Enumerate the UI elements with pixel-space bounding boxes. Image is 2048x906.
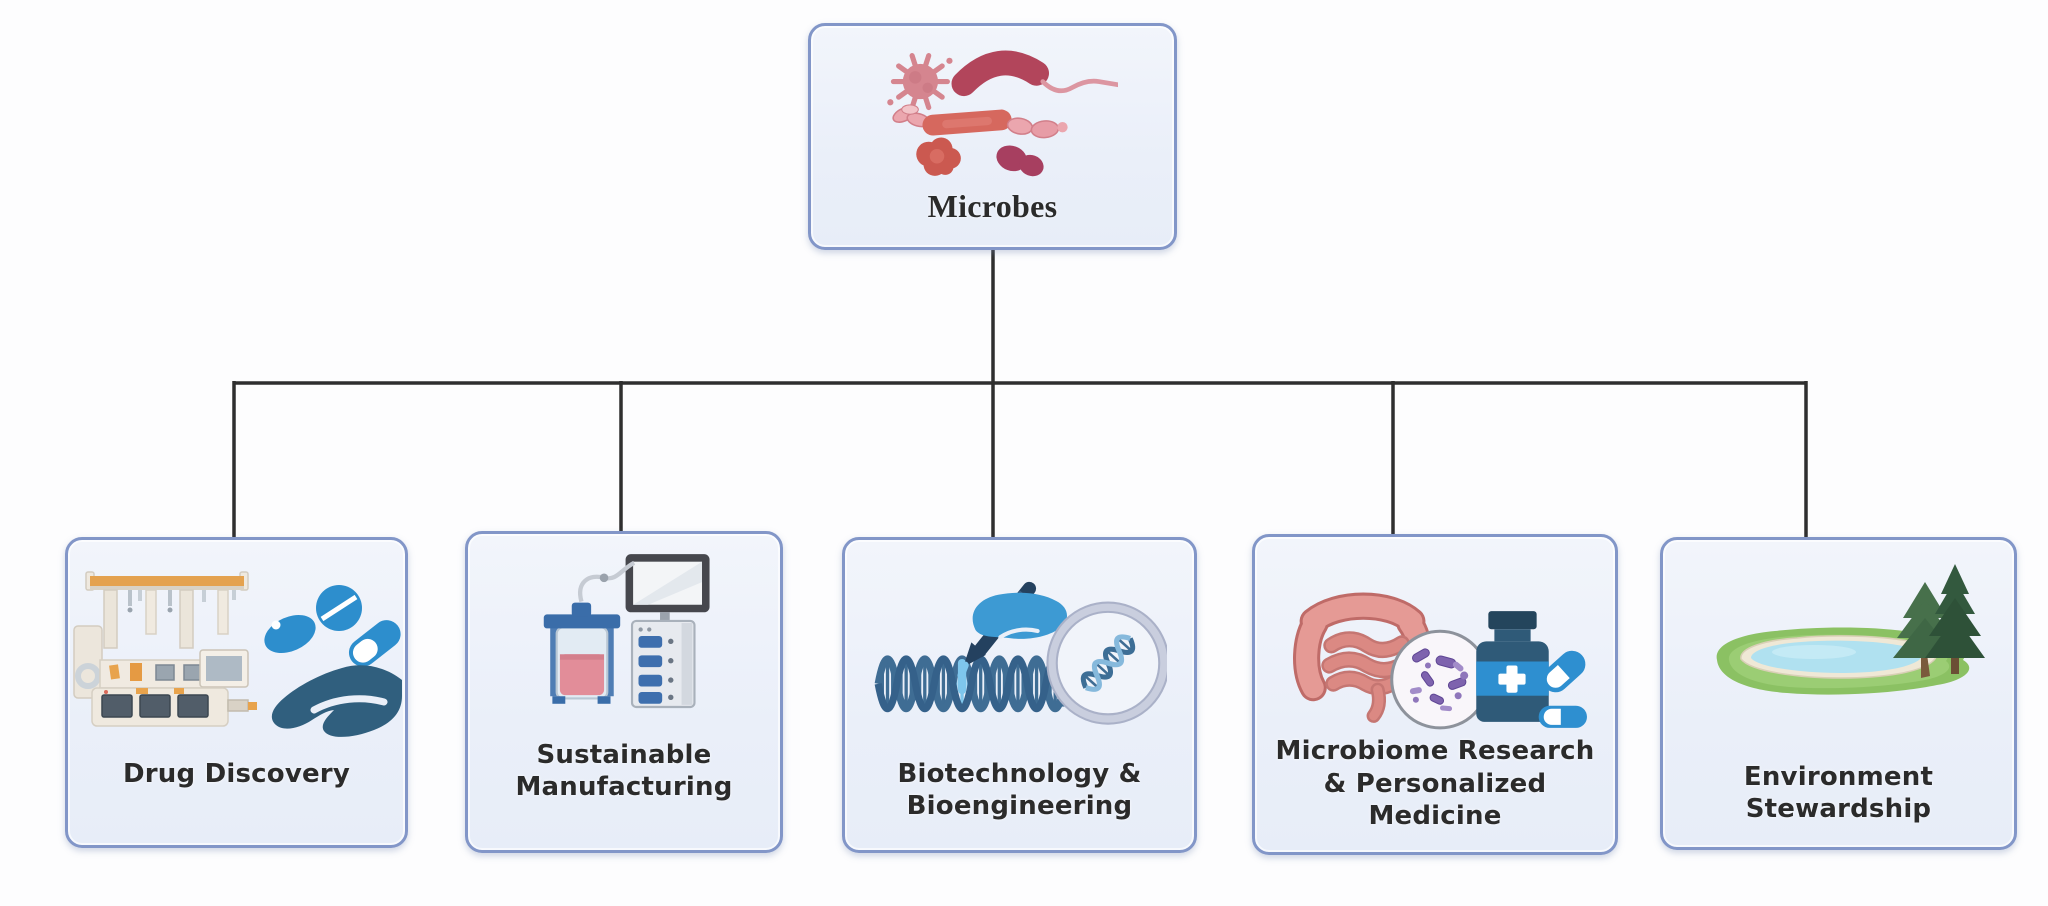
node-drug-discovery: Drug Discovery xyxy=(65,537,408,848)
node-sustainable-manufacturing: Sustainable Manufacturing xyxy=(465,531,783,853)
round-microbe-cluster xyxy=(915,137,961,176)
node-microbes: Microbes xyxy=(808,23,1177,250)
node-label-microbes: Microbes xyxy=(927,188,1058,224)
spruce-tree xyxy=(1924,564,1985,674)
node-label-microbiome-personalized-medicine: Microbiome Research & Personalized Medic… xyxy=(1275,735,1595,832)
medicine-bottle xyxy=(1476,611,1549,722)
monitor-screen xyxy=(625,554,710,624)
node-biotechnology-bioengineering: Biotechnology & Bioengineering xyxy=(842,537,1197,853)
node-label-environment-stewardship: Environment Stewardship xyxy=(1743,761,1934,825)
hand-holding-pills-icon xyxy=(263,585,402,737)
microscope-view xyxy=(1390,629,1490,730)
dna-editing-icon xyxy=(845,572,1194,748)
curved-rod-bacterium xyxy=(951,50,1118,97)
cocci-pair xyxy=(995,145,1044,177)
microbes-icon xyxy=(811,38,1174,178)
pond-trees-icon xyxy=(1663,556,2014,731)
node-microbiome-personalized-medicine: Microbiome Research & Personalized Medic… xyxy=(1252,534,1618,855)
hand xyxy=(972,592,1068,640)
node-environment-stewardship: Environment Stewardship xyxy=(1660,537,2017,850)
capsule xyxy=(1538,705,1587,728)
gut-microbiome-icon xyxy=(1255,587,1615,738)
bioreactor-vessel xyxy=(543,602,620,704)
virus-cell xyxy=(886,53,953,111)
node-label-biotechnology-bioengineering: Biotechnology & Bioengineering xyxy=(897,758,1142,822)
node-label-sustainable-manufacturing: Sustainable Manufacturing xyxy=(515,739,733,803)
bioreactor-icon xyxy=(468,552,780,735)
capsule xyxy=(1542,650,1586,693)
node-label-drug-discovery: Drug Discovery xyxy=(123,759,350,790)
drug-discovery-icon xyxy=(68,564,405,749)
lab-machine xyxy=(72,571,257,727)
dna-helix xyxy=(874,655,1069,712)
control-cabinet xyxy=(630,619,696,709)
bacteria-chain xyxy=(891,104,1068,139)
capsule xyxy=(348,620,401,667)
plasmid-ring xyxy=(1046,601,1167,725)
